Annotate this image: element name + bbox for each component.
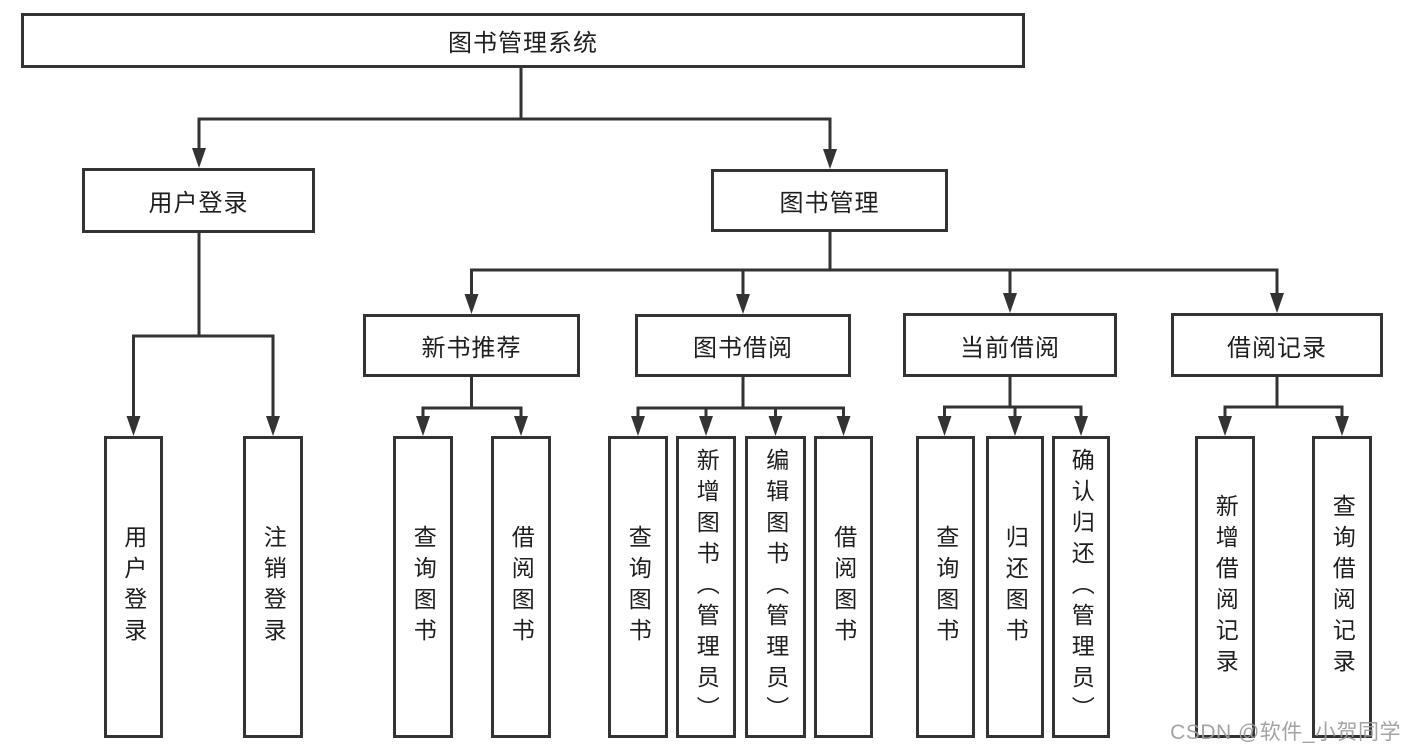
node-label: 借阅图书 — [830, 525, 857, 649]
node-label: 新增图书（管理员） — [693, 447, 720, 727]
node-label: 新书推荐 — [421, 335, 522, 362]
node-label: 借阅记录 — [1227, 334, 1327, 362]
csdn-watermark: CSDN @软件_小贺同学 — [1170, 721, 1401, 744]
node-label: 用户登录 — [148, 190, 249, 217]
node-label: 当前借阅 — [960, 334, 1060, 362]
node-label: 新增借阅记录 — [1212, 494, 1239, 680]
node-leaf-user-login: 用户登录 — [104, 436, 163, 738]
node-leaf-add-books-admin: 新增图书（管理员） — [676, 436, 736, 738]
node-label: 用户登录 — [120, 525, 147, 649]
node-label: 查询图书 — [625, 525, 652, 649]
node-leaf-add-borrow-record: 新增借阅记录 — [1195, 436, 1255, 738]
node-label: 图书借阅 — [693, 335, 793, 362]
node-library-management-system: 图书管理系统 — [21, 13, 1025, 68]
arrowheads — [126, 148, 1349, 436]
node-new-book-recommend: 新书推荐 — [363, 314, 580, 377]
node-leaf-query-borrow-record: 查询借阅记录 — [1312, 436, 1372, 738]
node-current-borrow: 当前借阅 — [903, 313, 1117, 377]
node-label: 确认归还（管理员） — [1068, 447, 1095, 727]
node-leaf-query-books-recommend: 查询图书 — [393, 436, 453, 738]
node-label: 查询图书 — [932, 525, 959, 649]
node-label: 注销登录 — [260, 525, 287, 649]
node-leaf-borrow-books-recommend: 借阅图书 — [491, 436, 551, 738]
node-label: 图书管理系统 — [448, 30, 598, 57]
node-leaf-query-books-current: 查询图书 — [916, 436, 975, 738]
node-label: 图书管理 — [779, 190, 880, 217]
node-label: 查询借阅记录 — [1329, 494, 1356, 680]
node-leaf-confirm-return-admin: 确认归还（管理员） — [1052, 436, 1110, 738]
node-label: 查询图书 — [410, 525, 437, 649]
node-leaf-return-books: 归还图书 — [986, 436, 1044, 738]
node-leaf-edit-books-admin: 编辑图书（管理员） — [745, 436, 806, 738]
node-label: 归还图书 — [1002, 525, 1029, 649]
node-leaf-logout: 注销登录 — [243, 436, 303, 738]
node-borrow-records: 借阅记录 — [1171, 313, 1383, 377]
node-leaf-query-books-borrow: 查询图书 — [608, 436, 668, 738]
node-book-management: 图书管理 — [711, 169, 948, 232]
node-label: 编辑图书（管理员） — [762, 447, 789, 727]
node-label: 借阅图书 — [508, 525, 535, 649]
node-user-login: 用户登录 — [82, 168, 315, 233]
node-book-borrow: 图书借阅 — [635, 314, 851, 377]
node-leaf-borrow-books: 借阅图书 — [814, 436, 873, 738]
